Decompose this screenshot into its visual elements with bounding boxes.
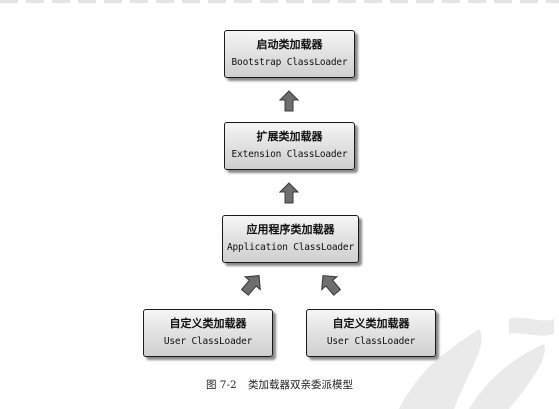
bootstrap-classloader-en-label: Bootstrap ClassLoader: [231, 57, 348, 68]
application-classloader-cn-label: 应用程序类加载器: [246, 223, 335, 236]
application-classloader-box: 应用程序类加载器 Application ClassLoader: [222, 215, 359, 263]
watermark-decoration: [399, 317, 554, 409]
figure-number: 图 7-2: [205, 379, 237, 391]
extension-classloader-cn-label: 扩展类加载器: [256, 130, 323, 143]
arrow-up-icon: [279, 182, 299, 204]
bootstrap-classloader-cn-label: 启动类加载器: [256, 38, 323, 51]
user-classloader-right-cn-label: 自定义类加载器: [332, 317, 410, 330]
figure-caption: 图 7-2 类加载器双亲委派模型: [0, 377, 559, 392]
application-classloader-en-label: Application ClassLoader: [227, 242, 354, 253]
scan-edge-decoration: [0, 0, 559, 3]
user-classloader-right-en-label: User ClassLoader: [326, 336, 416, 347]
extension-classloader-box: 扩展类加载器 Extension ClassLoader: [224, 122, 355, 170]
user-classloader-right-box: 自定义类加载器 User ClassLoader: [306, 309, 436, 357]
extension-classloader-en-label: Extension ClassLoader: [231, 149, 348, 160]
figure-title: 类加载器双亲委派模型: [248, 379, 354, 391]
arrow-up-right-icon: [240, 275, 261, 296]
user-classloader-left-box: 自定义类加载器 User ClassLoader: [143, 309, 273, 357]
user-classloader-left-cn-label: 自定义类加载器: [169, 317, 247, 330]
user-classloader-left-en-label: User ClassLoader: [163, 336, 253, 347]
arrow-up-left-icon: [321, 275, 342, 296]
arrow-up-icon: [279, 90, 299, 112]
bootstrap-classloader-box: 启动类加载器 Bootstrap ClassLoader: [224, 30, 355, 78]
